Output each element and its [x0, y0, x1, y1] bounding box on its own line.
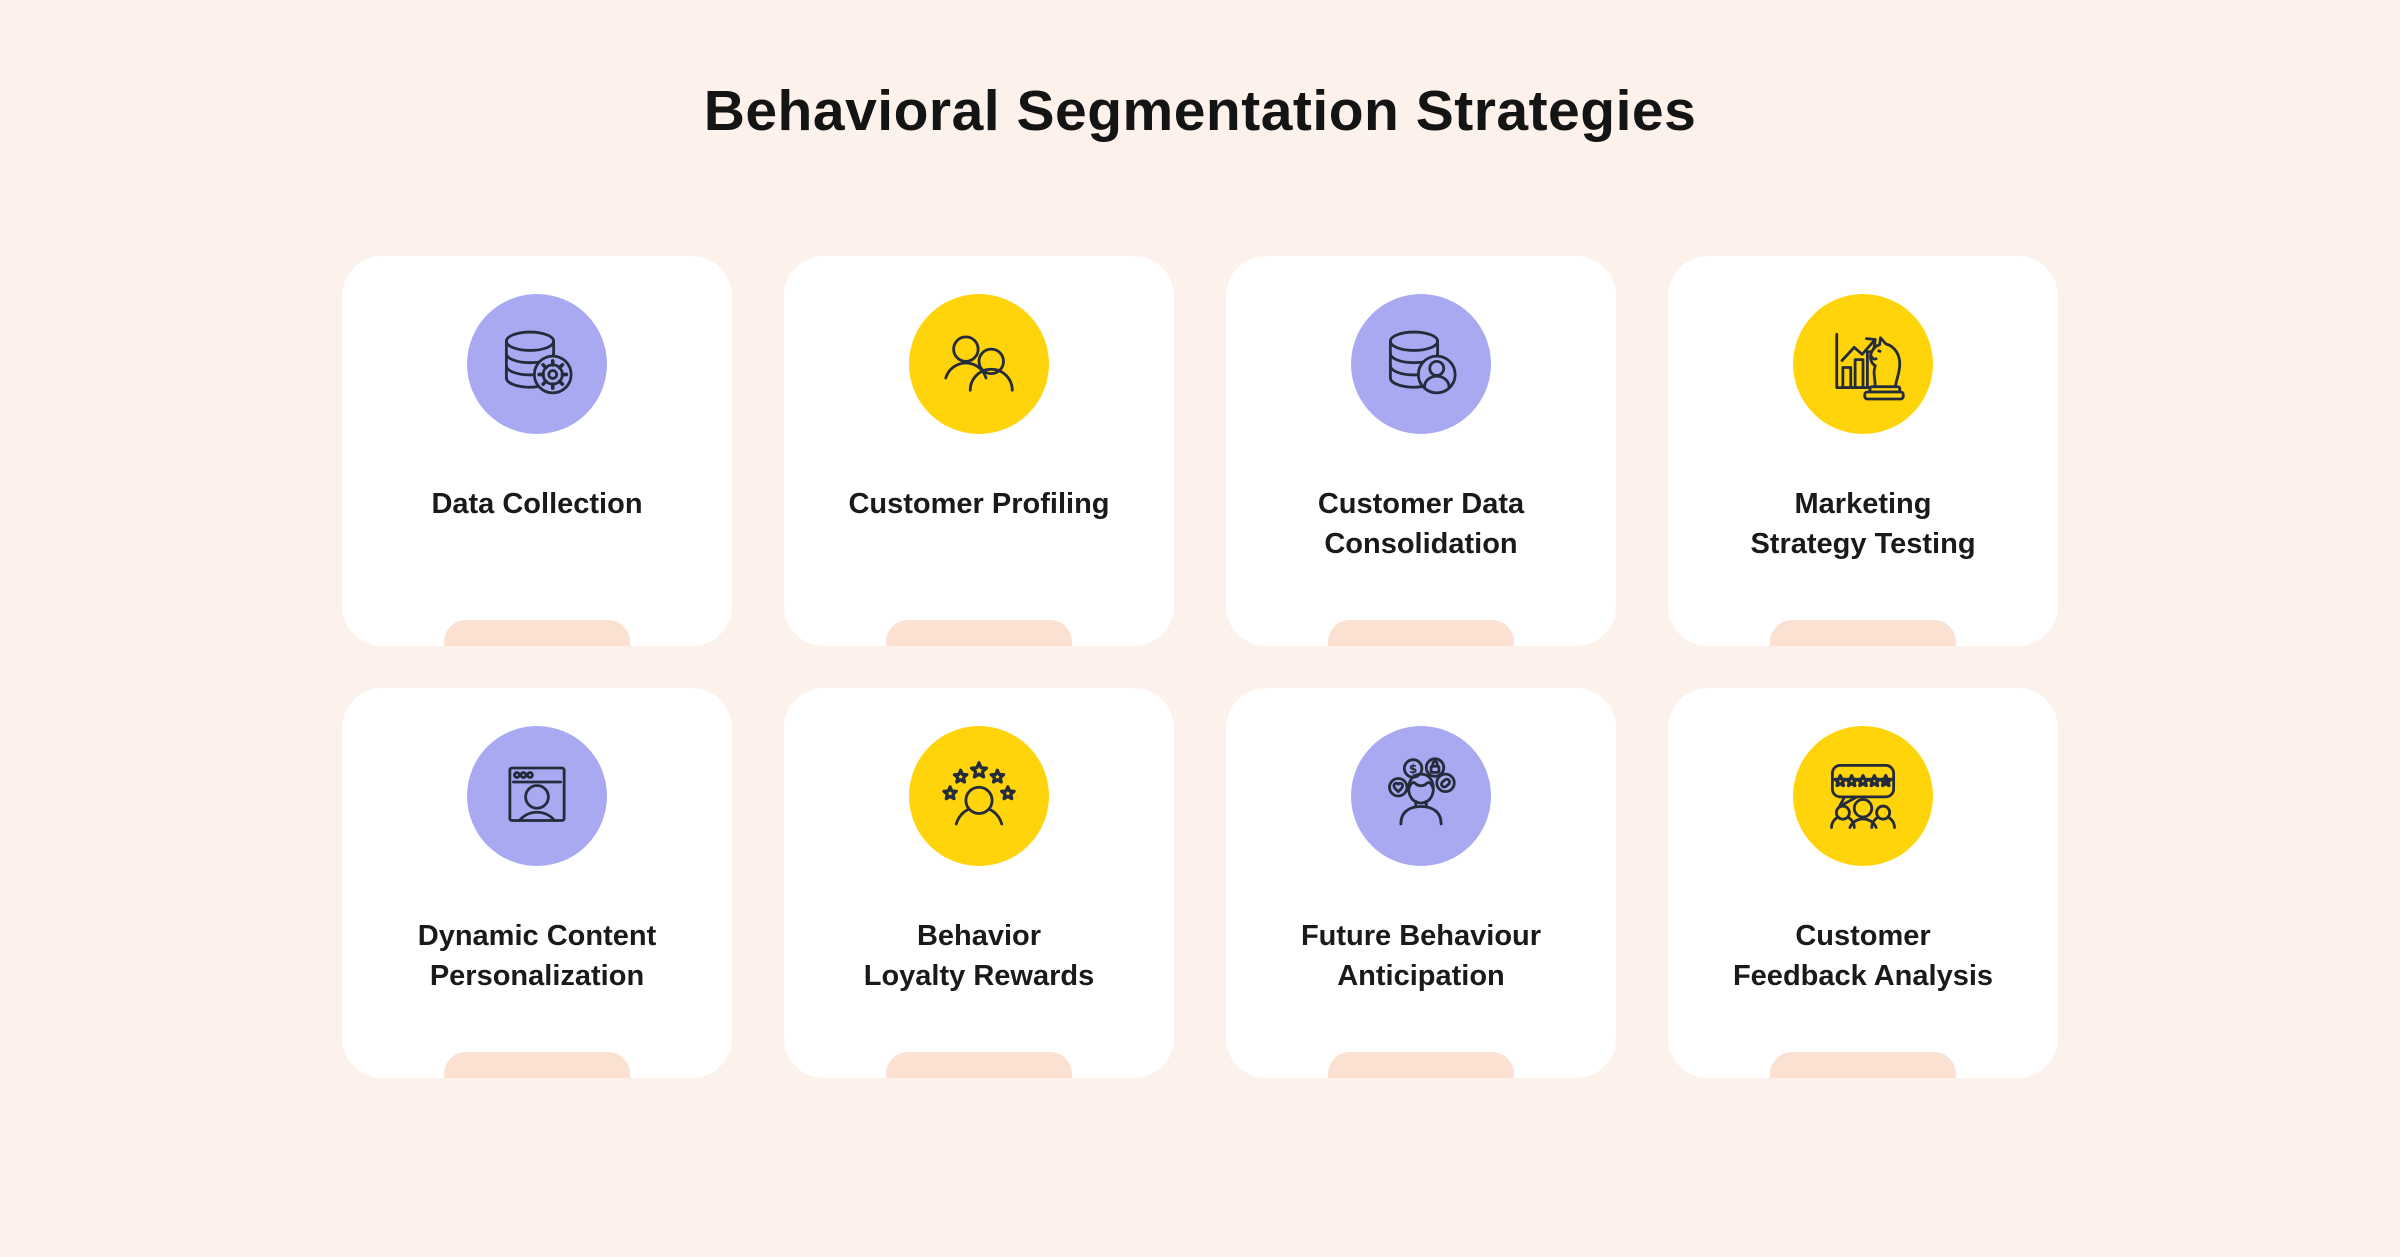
card-title-line: Marketing: [1794, 488, 1932, 520]
browser-user-icon: [495, 754, 579, 838]
icon-circle: [909, 726, 1049, 866]
card-marketing-strategy-testing: Marketing Strategy Testing: [1668, 256, 2058, 646]
icon-circle: [1793, 294, 1933, 434]
page-title: Behavioral Segmentation Strategies: [703, 79, 1697, 143]
database-gear-icon: [495, 322, 579, 406]
user-five-stars-icon: [937, 754, 1021, 838]
icon-circle: [1351, 294, 1491, 434]
card-title: Behavior Loyalty Rewards: [792, 916, 1166, 996]
card-title: Marketing Strategy Testing: [1676, 484, 2050, 564]
card-title: Dynamic Content Personalization: [350, 916, 724, 996]
two-users-icon: [937, 322, 1021, 406]
card-title-line: Behavior: [916, 920, 1042, 952]
card-customer-data-consolidation: Customer Data Consolidation: [1226, 256, 1616, 646]
card-bottom-tab: [1328, 1052, 1514, 1078]
growth-chart-chess-knight-icon: [1821, 322, 1905, 406]
icon-circle: [467, 726, 607, 866]
card-title: Data Collection: [350, 484, 724, 564]
svg-text:$: $: [1409, 762, 1418, 776]
card-title-line: Customer: [1795, 920, 1931, 952]
card-grid: Data Collection Customer Profiling Custo…: [342, 256, 2058, 1078]
card-title-line: [350, 524, 724, 564]
card-title-line: Loyalty Rewards: [863, 960, 1095, 992]
icon-circle: [909, 294, 1049, 434]
card-bottom-tab: [886, 620, 1072, 646]
card-future-behaviour-anticipation: $ Future Behaviour Anticipation: [1226, 688, 1616, 1078]
card-title: Customer Data Consolidation: [1234, 484, 1608, 564]
card-bottom-tab: [1770, 620, 1956, 646]
mind-preferences-icon: $: [1379, 754, 1463, 838]
card-title-line: Data Collection: [431, 488, 643, 520]
card-title-line: Strategy Testing: [1750, 528, 1976, 560]
card-bottom-tab: [444, 1052, 630, 1078]
card-data-collection: Data Collection: [342, 256, 732, 646]
card-title-line: Personalization: [429, 960, 645, 992]
card-title-line: Anticipation: [1337, 960, 1505, 992]
card-title-line: Dynamic Content: [417, 920, 657, 952]
card-title-line: [792, 524, 1166, 564]
card-bottom-tab: [1770, 1052, 1956, 1078]
icon-circle: [467, 294, 607, 434]
card-bottom-tab: [886, 1052, 1072, 1078]
card-title-line: Customer Data: [1317, 488, 1525, 520]
card-bottom-tab: [1328, 620, 1514, 646]
card-title: Future Behaviour Anticipation: [1234, 916, 1608, 996]
card-bottom-tab: [444, 620, 630, 646]
card-title: Customer Profiling: [792, 484, 1166, 564]
database-user-icon: [1379, 322, 1463, 406]
card-title-line: Consolidation: [1324, 528, 1518, 560]
card-title: Customer Feedback Analysis: [1676, 916, 2050, 996]
icon-circle: $: [1351, 726, 1491, 866]
card-behavior-loyalty-rewards: Behavior Loyalty Rewards: [784, 688, 1174, 1078]
card-title-line: Customer Profiling: [848, 488, 1110, 520]
card-title-line: Future Behaviour: [1300, 920, 1542, 952]
star-review-people-icon: [1821, 754, 1905, 838]
icon-circle: [1793, 726, 1933, 866]
card-dynamic-content-personalization: Dynamic Content Personalization: [342, 688, 732, 1078]
card-customer-feedback-analysis: Customer Feedback Analysis: [1668, 688, 2058, 1078]
card-customer-profiling: Customer Profiling: [784, 256, 1174, 646]
card-title-line: Feedback Analysis: [1732, 960, 1994, 992]
